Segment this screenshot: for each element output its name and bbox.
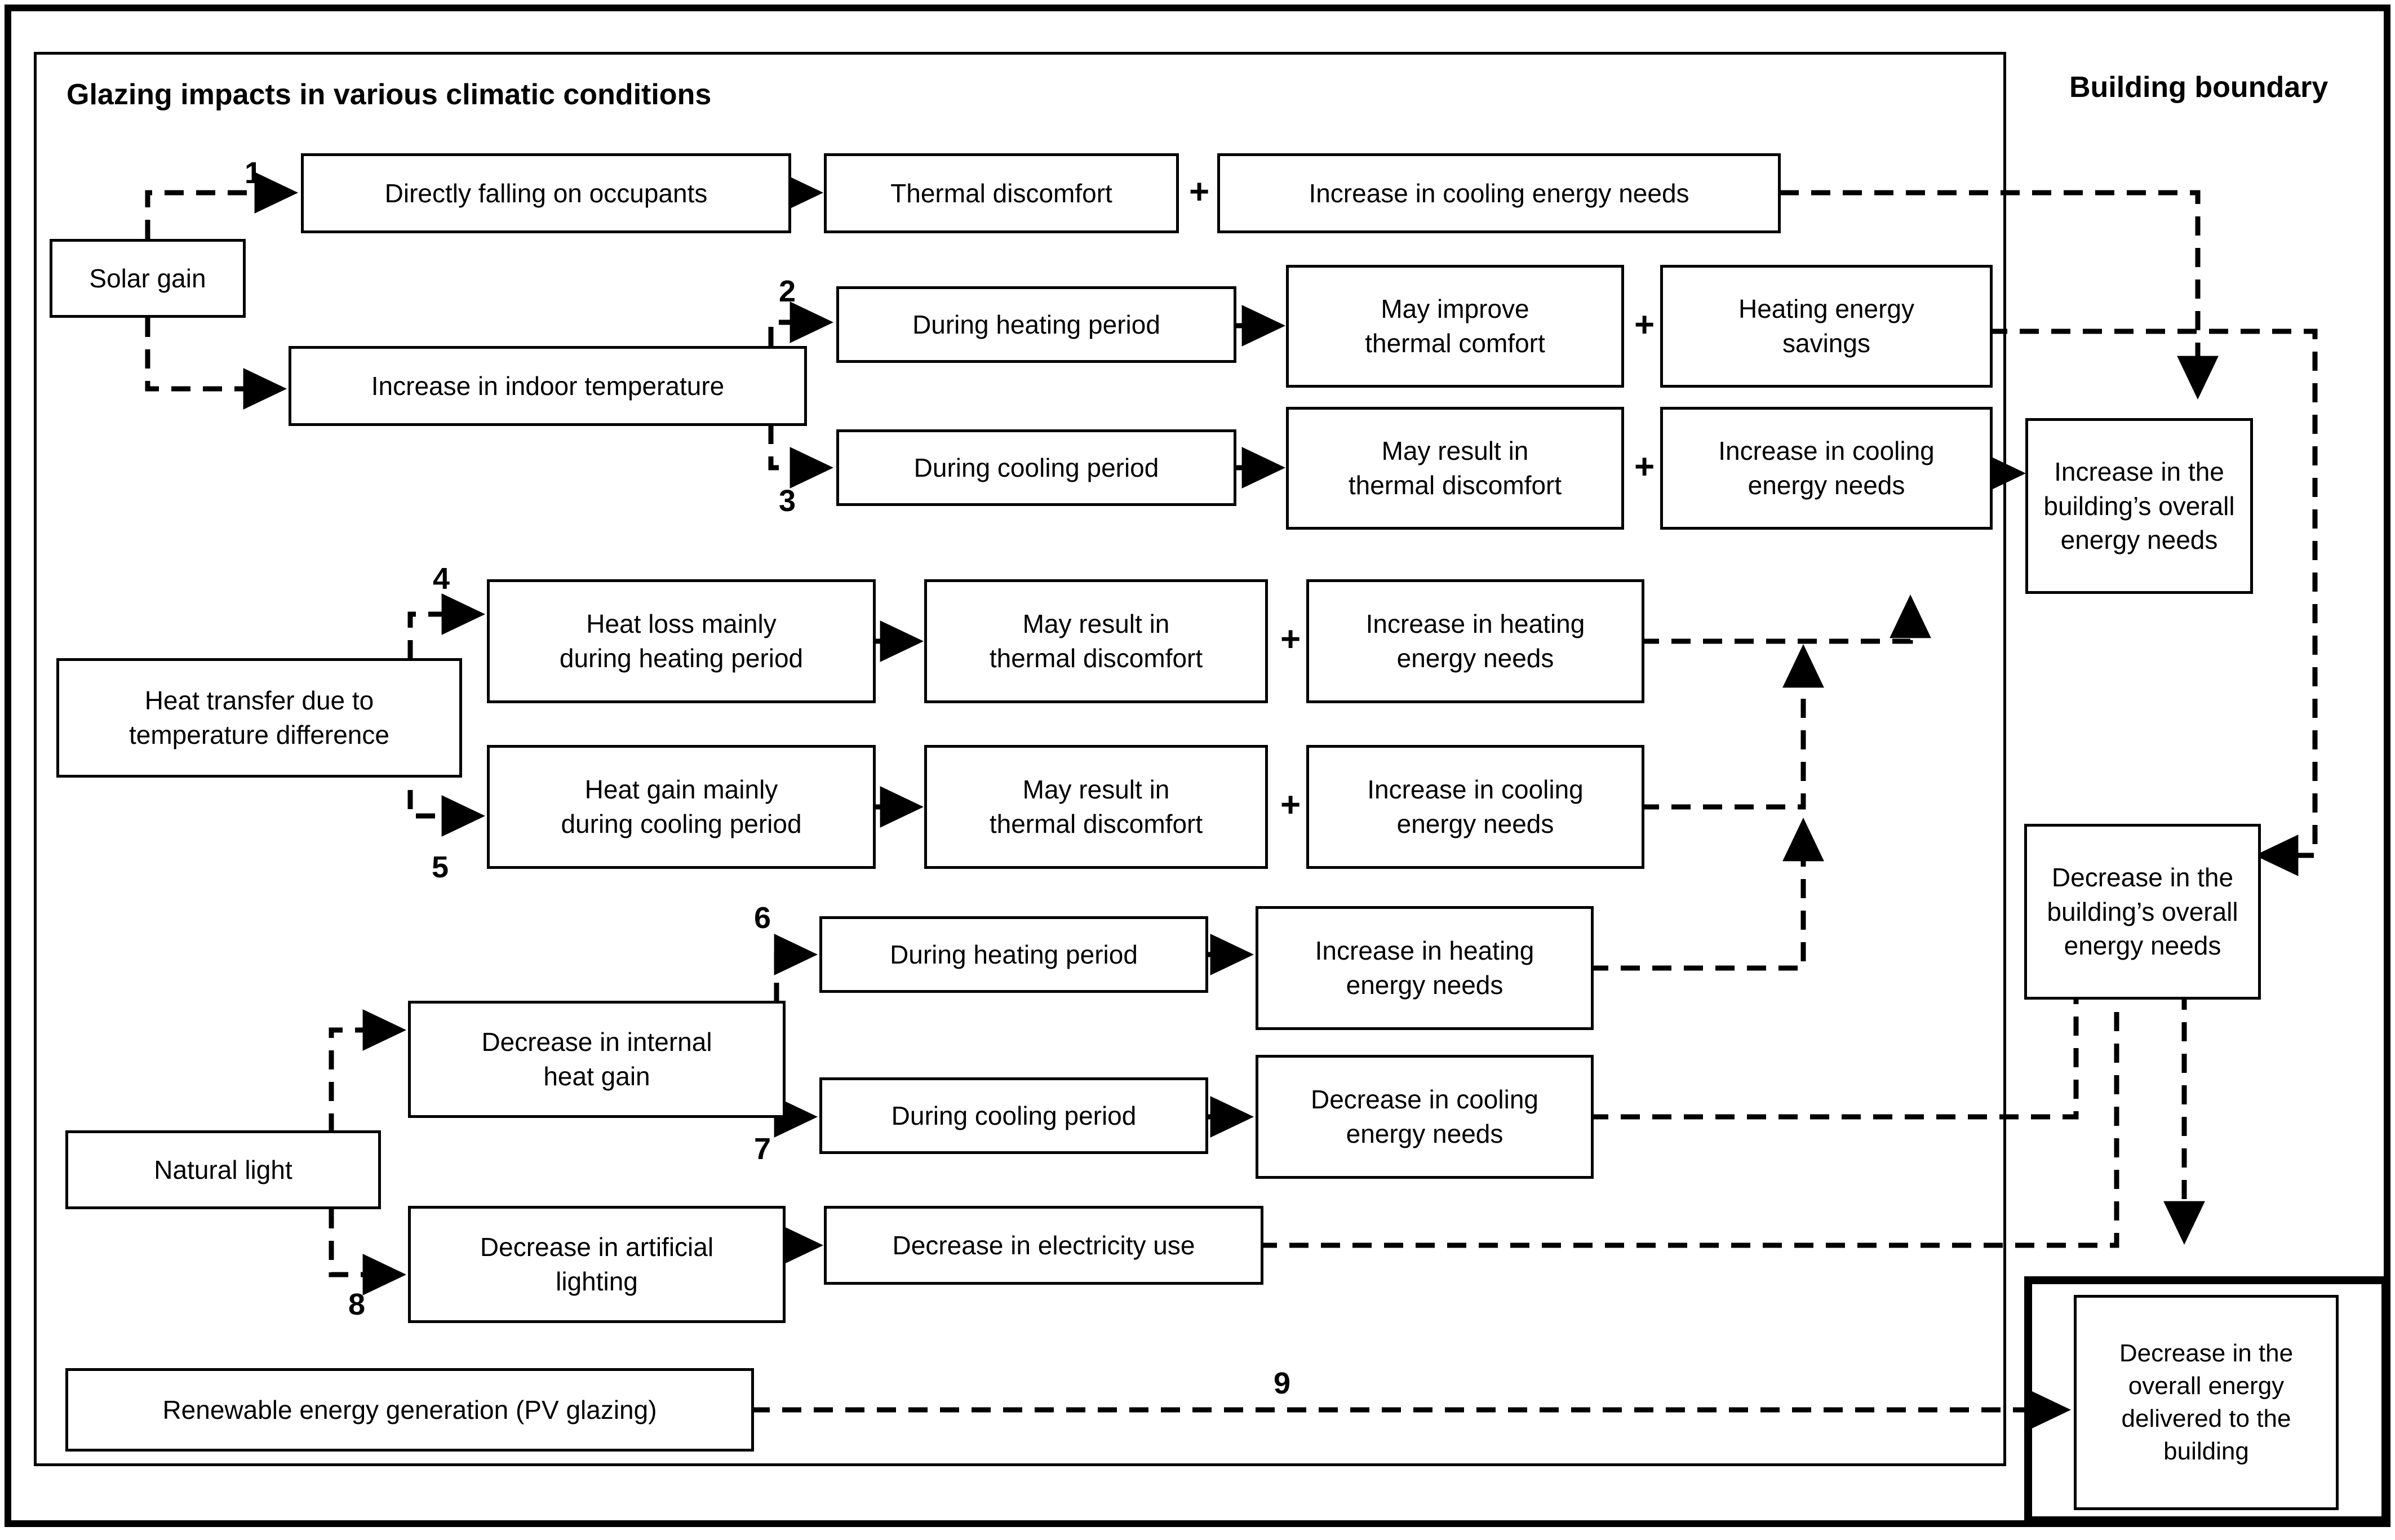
node-label-line: delivered to the	[2121, 1405, 2291, 1432]
node-label: During heating period	[890, 939, 1138, 969]
node-label-line: building’s overall	[2043, 491, 2235, 521]
node-label-line: Heating energy	[1738, 294, 1914, 324]
node-label-line: Decrease in the	[2119, 1339, 2294, 1367]
node-thermal-discomfort-1[interactable]: Thermal discomfort	[824, 153, 1179, 233]
node-label-line: overall energy	[2128, 1372, 2285, 1400]
node-label-line: Increase in cooling	[1367, 775, 1584, 805]
page-title: Glazing impacts in various climatic cond…	[66, 78, 712, 111]
node-label: Renewable energy generation (PV glazing)	[162, 1395, 657, 1424]
node-label-line: Increase in heating	[1365, 609, 1585, 639]
node-label-line: energy needs	[2064, 931, 2221, 961]
node-label-line: energy needs	[1396, 643, 1554, 673]
node-label-line: energy needs	[2060, 525, 2218, 555]
operator-plus-5: +	[1280, 785, 1301, 824]
node-decrease-overall-energy-delivered[interactable]: Decrease in the overall energy delivered…	[2074, 1295, 2339, 1510]
node-directly-falling-on-occupants[interactable]: Directly falling on occupants	[301, 153, 791, 233]
path-number-9: 9	[1274, 1366, 1291, 1400]
node-label: During cooling period	[891, 1100, 1137, 1130]
node-may-result-thermal-discomfort-5[interactable]: May result in thermal discomfort	[924, 745, 1268, 869]
node-solar-gain[interactable]: Solar gain	[50, 239, 246, 318]
node-label: Natural light	[154, 1155, 292, 1184]
node-heat-gain-during-cooling-period[interactable]: Heat gain mainly during cooling period	[487, 745, 876, 869]
operator-plus-3: +	[1634, 447, 1655, 486]
path-number-3: 3	[779, 484, 796, 518]
node-increase-cooling-energy-needs-5[interactable]: Increase in cooling energy needs	[1306, 745, 1644, 869]
node-label-line: Heat gain mainly	[584, 775, 778, 805]
path-number-4: 4	[433, 562, 450, 596]
path-number-7: 7	[754, 1132, 771, 1166]
node-label-line: during heating period	[559, 643, 804, 673]
node-label-line: heat gain	[543, 1062, 650, 1091]
node-decrease-in-artificial-lighting[interactable]: Decrease in artificial lighting	[408, 1206, 786, 1323]
node-label-line: Decrease in artificial	[480, 1232, 714, 1262]
building-boundary-label: Building boundary	[2069, 71, 2329, 104]
node-may-result-thermal-discomfort-3[interactable]: May result in thermal discomfort	[1286, 407, 1624, 530]
node-label-line: building’s overall	[2047, 897, 2238, 926]
node-increase-cooling-energy-needs-3[interactable]: Increase in cooling energy needs	[1660, 407, 1993, 530]
node-label-line: building	[2163, 1437, 2249, 1466]
node-during-cooling-period-3[interactable]: During cooling period	[836, 429, 1236, 506]
node-increase-heating-energy-needs-6[interactable]: Increase in heating energy needs	[1256, 906, 1594, 1030]
node-label-line: Increase in heating	[1315, 936, 1534, 966]
node-increase-cooling-energy-needs-1[interactable]: Increase in cooling energy needs	[1217, 153, 1781, 233]
node-label-line: thermal discomfort	[989, 643, 1203, 673]
node-decrease-building-overall-energy-needs[interactable]: Decrease in the building’s overall energ…	[2024, 824, 2261, 1000]
node-label-line: energy needs	[1346, 970, 1503, 1000]
node-label: During cooling period	[913, 452, 1159, 482]
node-heating-energy-savings[interactable]: Heating energy savings	[1660, 265, 1993, 388]
node-label: Directly falling on occupants	[384, 178, 708, 208]
node-label-line: May improve	[1381, 294, 1529, 324]
path-number-1: 1	[245, 156, 262, 190]
node-label-line: during cooling period	[561, 809, 802, 838]
operator-plus-4: +	[1280, 620, 1301, 659]
node-label-line: Decrease in cooling	[1310, 1085, 1538, 1115]
node-during-cooling-period-7[interactable]: During cooling period	[819, 1077, 1208, 1154]
node-label-line: thermal discomfort	[1348, 471, 1562, 500]
path-number-8: 8	[348, 1288, 366, 1321]
node-during-heating-period-6[interactable]: During heating period	[819, 916, 1208, 993]
node-label-line: savings	[1782, 329, 1870, 358]
node-label-line: temperature difference	[129, 720, 389, 749]
node-increase-building-overall-energy-needs[interactable]: Increase in the building’s overall energ…	[2025, 418, 2253, 594]
node-label-line: May result in	[1022, 775, 1170, 805]
node-during-heating-period-2[interactable]: During heating period	[836, 286, 1236, 363]
node-label-line: Heat transfer due to	[144, 686, 374, 716]
node-increase-in-indoor-temperature[interactable]: Increase in indoor temperature	[289, 346, 807, 426]
node-label-line: thermal discomfort	[989, 809, 1203, 838]
node-label: Solar gain	[89, 263, 206, 293]
node-may-result-thermal-discomfort-4[interactable]: May result in thermal discomfort	[924, 579, 1268, 703]
operator-plus-2: +	[1634, 305, 1655, 344]
node-may-improve-thermal-comfort[interactable]: May improve thermal comfort	[1286, 265, 1624, 388]
node-label: Increase in cooling energy needs	[1309, 178, 1689, 208]
node-label-line: Decrease in the	[2051, 862, 2234, 892]
node-decrease-in-electricity-use[interactable]: Decrease in electricity use	[824, 1206, 1263, 1285]
path-number-2: 2	[779, 274, 796, 308]
node-decrease-internal-heat-gain[interactable]: Decrease in internal heat gain	[408, 1001, 786, 1118]
node-label-line: Heat loss mainly	[586, 609, 777, 639]
outer-page-border	[5, 5, 2390, 1527]
node-label-line: energy needs	[1346, 1119, 1503, 1148]
path-number-5: 5	[432, 850, 449, 884]
node-natural-light[interactable]: Natural light	[65, 1130, 381, 1209]
node-label-line: May result in	[1381, 436, 1529, 466]
node-renewable-energy-generation-pv-glazing[interactable]: Renewable energy generation (PV glazing)	[65, 1368, 754, 1452]
path-number-6: 6	[754, 901, 771, 935]
node-label-line: Increase in the	[2054, 456, 2224, 486]
node-label-line: May result in	[1022, 609, 1170, 639]
node-label-line: Increase in cooling	[1718, 436, 1935, 466]
node-label: Thermal discomfort	[890, 178, 1112, 208]
node-label-line: energy needs	[1748, 471, 1905, 500]
node-label: Increase in indoor temperature	[371, 371, 725, 401]
node-decrease-cooling-energy-needs-7[interactable]: Decrease in cooling energy needs	[1256, 1055, 1594, 1179]
node-label-line: Decrease in internal	[481, 1027, 712, 1057]
node-label: Decrease in electricity use	[892, 1230, 1195, 1260]
node-label-line: lighting	[556, 1267, 638, 1296]
node-heat-loss-during-heating-period[interactable]: Heat loss mainly during heating period	[487, 579, 876, 703]
node-label: During heating period	[912, 309, 1160, 339]
node-label-line: thermal comfort	[1365, 329, 1545, 358]
node-increase-heating-energy-needs-4[interactable]: Increase in heating energy needs	[1306, 579, 1644, 703]
node-heat-transfer-temperature-difference[interactable]: Heat transfer due to temperature differe…	[56, 658, 462, 778]
operator-plus-1: +	[1189, 172, 1210, 211]
node-label-line: energy needs	[1396, 809, 1554, 838]
